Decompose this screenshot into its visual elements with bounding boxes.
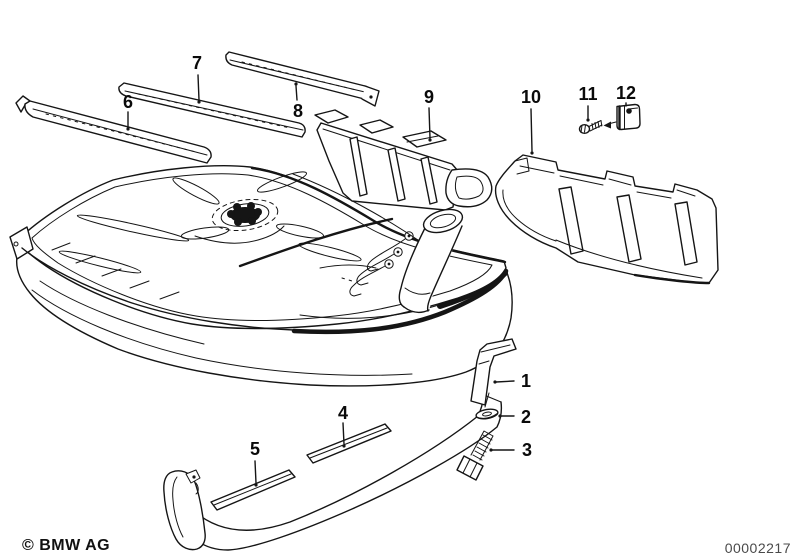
clip-12-drawing: [603, 103, 641, 131]
callout-9[interactable]: 9: [423, 87, 435, 107]
callout-10[interactable]: 10: [520, 87, 542, 107]
fuel-sender-flange: [211, 198, 279, 232]
washer-2-drawing: [475, 392, 499, 420]
callout-3[interactable]: 3: [521, 440, 533, 460]
callout-1[interactable]: 1: [520, 371, 532, 391]
callout-5[interactable]: 5: [249, 439, 261, 459]
tension-strap-drawing: [163, 338, 517, 551]
callout-11[interactable]: 11: [578, 84, 598, 104]
callout-7[interactable]: 7: [191, 53, 203, 73]
copyright-notice: © BMW AG: [22, 537, 111, 554]
callout-8[interactable]: 8: [292, 101, 304, 121]
shield-9-drawing: [292, 109, 493, 248]
document-number: 00002217: [724, 540, 791, 556]
trim-strip-8-drawing: [225, 51, 380, 107]
trim-strip-7-drawing: [118, 82, 306, 138]
callout-2[interactable]: 2: [520, 407, 532, 427]
callout-12[interactable]: 12: [615, 83, 637, 103]
bolt-3-drawing: [456, 430, 494, 481]
filler-neck-drawing: [398, 208, 464, 314]
screw-11-drawing: [578, 120, 603, 134]
callout-leader-lines: [126, 74, 627, 487]
callout-4[interactable]: 4: [337, 403, 349, 423]
callout-6[interactable]: 6: [122, 92, 134, 112]
vent-tubes: [341, 231, 414, 297]
shield-10-drawing: [494, 154, 719, 285]
trim-strip-6-drawing: [15, 95, 212, 164]
fuel-tank-drawing: [9, 165, 513, 387]
